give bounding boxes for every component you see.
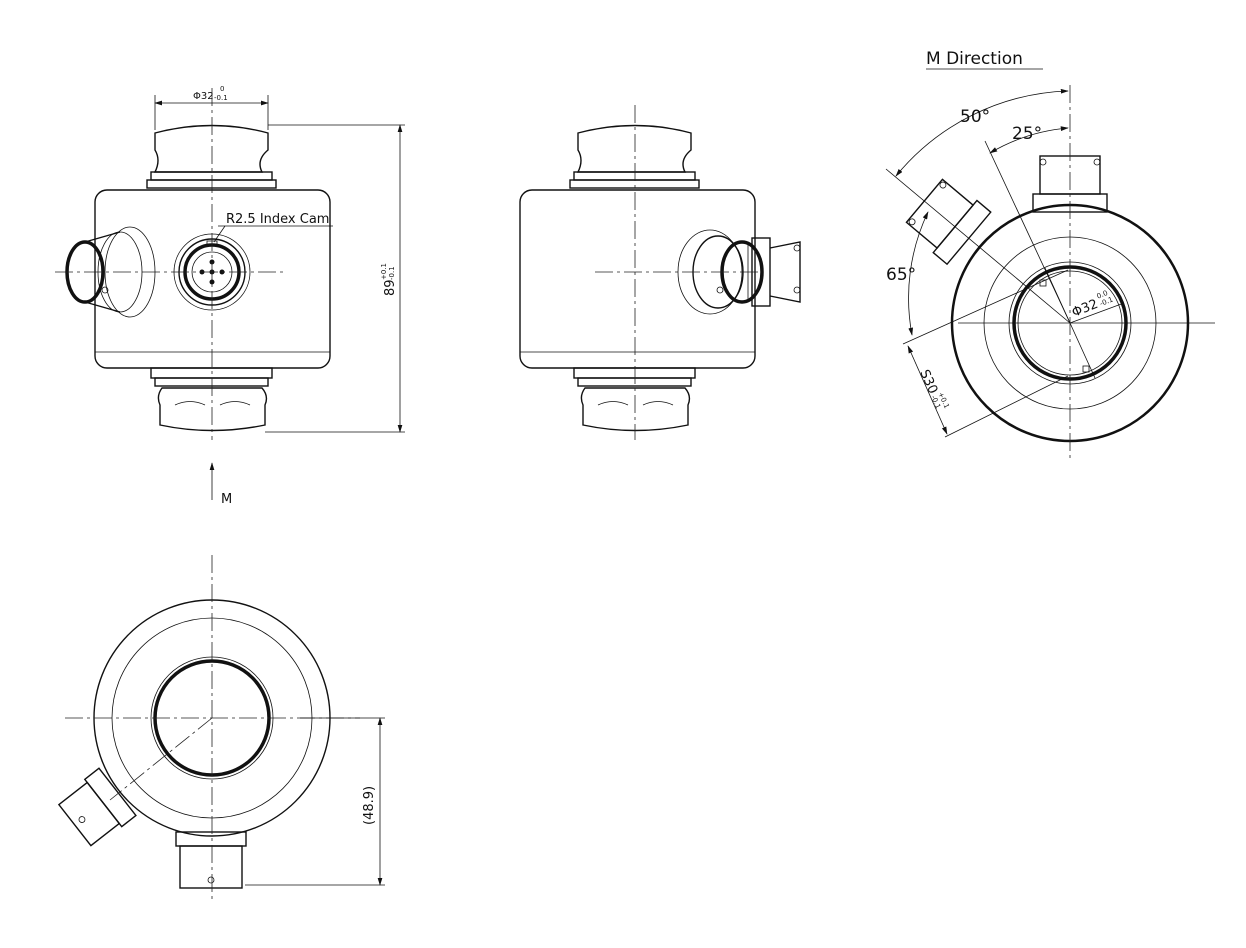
bore-tol-upper: 0.0 xyxy=(1096,289,1109,301)
front-diameter-tol-upper: 0 xyxy=(220,85,224,93)
angle-25-label: 25° xyxy=(1012,124,1042,144)
m-view-arrow-label: M xyxy=(221,492,232,507)
angle-50-label: 50° xyxy=(960,107,990,127)
offset-label: (48.9) xyxy=(362,786,377,825)
height-tol-lower: -0.1 xyxy=(388,266,396,280)
front-diameter-tol-lower: -0.1 xyxy=(214,94,228,102)
side-view xyxy=(519,105,801,440)
flat-label: S30 xyxy=(916,368,940,397)
height-label: 89 xyxy=(383,279,398,296)
angle-65-label: 65° xyxy=(886,265,916,285)
index-cam-label: R2.5 Index Cam xyxy=(226,212,329,227)
m-direction-view: M Direction 50° 25° 65° S3 xyxy=(885,49,1215,460)
height-tol-upper: +0.1 xyxy=(380,263,388,280)
front-diameter-label: Φ32 xyxy=(193,91,214,102)
m-direction-title: M Direction xyxy=(926,49,1023,69)
bottom-view: (48.9) xyxy=(57,555,385,900)
front-view: Φ32 0 -0.1 R2.5 Index Cam 89 +0.1 -0.1 M xyxy=(55,85,405,507)
